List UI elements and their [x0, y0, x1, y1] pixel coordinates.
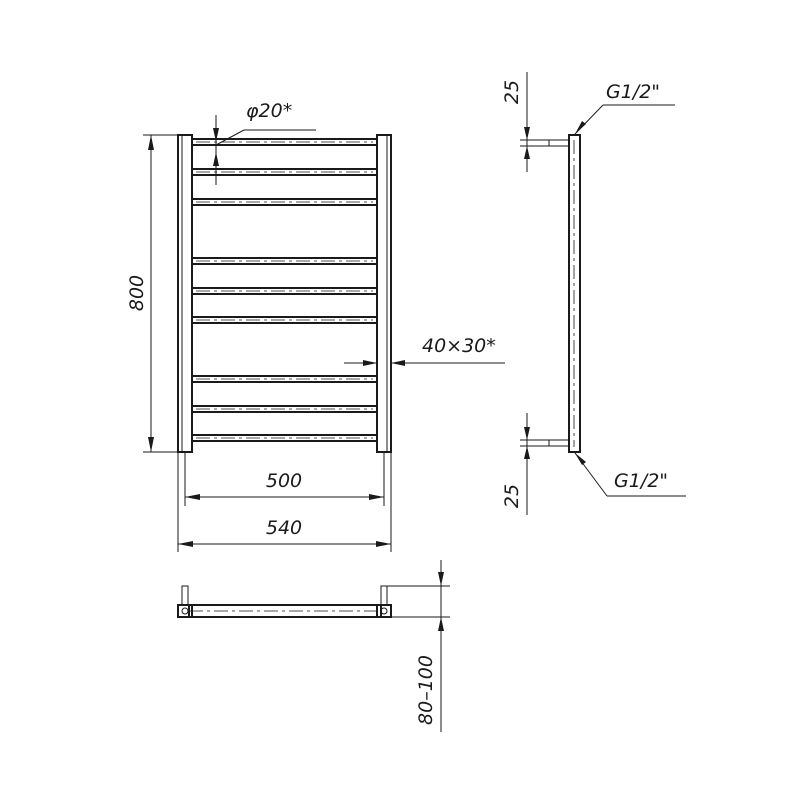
profile-arrow-left — [363, 360, 377, 366]
diameter-leader — [215, 129, 245, 146]
wall-arrow-top — [438, 572, 444, 586]
top-offset-label: 25 — [501, 80, 523, 104]
top-view — [177, 585, 392, 618]
thread-bottom-leader — [574, 452, 608, 497]
thread-top-leader — [574, 104, 604, 135]
center-distance-label: 500 — [266, 470, 302, 492]
side-view — [548, 134, 581, 453]
bottom-offset-label: 25 — [501, 484, 523, 508]
top-offset-arrow-1 — [524, 127, 530, 140]
thread-top-callout: G1/2" — [574, 81, 675, 135]
top-view-left-pin — [181, 585, 189, 606]
center-distance-dimension: 500 — [184, 452, 385, 506]
top-view-right-block — [376, 604, 392, 618]
diameter-arrow-bottom — [213, 152, 219, 166]
center-arrow-left — [185, 494, 200, 500]
diameter-arrow-top — [213, 128, 219, 142]
bottom-offset-arrow-2 — [524, 446, 530, 459]
top-offset-dimension: 25 — [501, 72, 549, 172]
thread-bottom-callout: G1/2" — [574, 452, 686, 497]
rung-8 — [191, 405, 378, 413]
front-view — [177, 134, 392, 453]
side-connector-bottom — [548, 439, 570, 447]
rung-2 — [191, 168, 378, 176]
wall-arrow-bottom — [438, 617, 444, 631]
rung-4 — [191, 257, 378, 265]
wall-distance-dimension: 80–100 — [387, 560, 450, 732]
left-post — [177, 134, 193, 453]
bottom-offset-arrow-1 — [524, 427, 530, 440]
right-post — [376, 134, 392, 453]
rung-7 — [191, 375, 378, 383]
top-offset-arrow-2 — [524, 146, 530, 159]
overall-width-label: 540 — [266, 517, 302, 539]
profile-label: 40×30* — [422, 335, 496, 357]
rung-1 — [191, 138, 378, 146]
pipe-diameter-label: φ20* — [246, 100, 292, 122]
top-view-right-hole — [380, 607, 388, 615]
pipe-diameter-dimension: φ20* — [213, 100, 316, 185]
center-arrow-right — [369, 494, 384, 500]
height-dimension: 800 — [126, 134, 178, 453]
height-arrow-top — [148, 135, 154, 150]
rungs-group — [191, 138, 378, 442]
wall-distance-label: 80–100 — [415, 655, 437, 725]
thread-top-label: G1/2" — [606, 81, 660, 103]
rung-3 — [191, 198, 378, 206]
width-arrow-left — [178, 541, 193, 547]
bottom-offset-dimension: 25 — [501, 413, 549, 515]
top-view-right-pin — [380, 585, 388, 606]
rung-6 — [191, 316, 378, 324]
top-view-left-hole — [181, 607, 189, 615]
rung-5 — [191, 287, 378, 295]
rung-9 — [191, 434, 378, 442]
profile-dimension: 40×30* — [344, 335, 505, 366]
thread-bottom-label: G1/2" — [614, 470, 668, 492]
width-arrow-right — [376, 541, 391, 547]
height-label: 800 — [126, 275, 148, 311]
side-post — [568, 134, 581, 453]
side-connector-top — [548, 139, 570, 147]
height-arrow-bottom — [148, 437, 154, 452]
overall-width-dimension: 540 — [177, 452, 392, 552]
